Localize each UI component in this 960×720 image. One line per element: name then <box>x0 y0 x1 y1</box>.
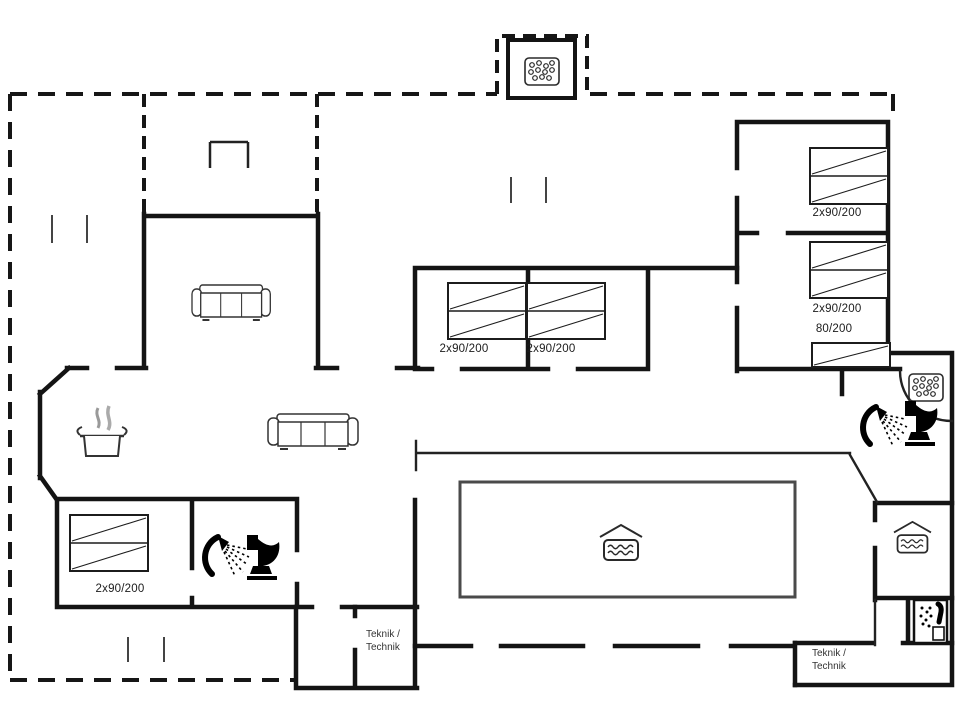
teknik-room-label: Teknik / Technik <box>366 629 400 654</box>
double-bed-icon <box>809 241 889 299</box>
single-bed-icon <box>811 342 891 368</box>
sofa-icon <box>191 284 272 321</box>
swimming-pool-icon <box>893 521 932 554</box>
furniture <box>69 57 947 643</box>
double-bed-icon <box>447 282 527 340</box>
walls <box>36 119 955 691</box>
toilet-icon <box>247 535 280 580</box>
teknik-room-label-line2: Technik <box>366 641 400 653</box>
terrace-outline <box>8 34 895 682</box>
double-bed-icon <box>526 282 606 340</box>
bed-size-label: 2x90/200 <box>812 207 862 219</box>
swimming-pool-icon <box>599 524 643 561</box>
teknik-room-label: Teknik / Technik <box>812 648 846 673</box>
double-bed-icon <box>69 514 149 572</box>
right-wing-walls <box>734 119 955 688</box>
hot-tub-icon <box>524 57 560 86</box>
sofa-icon <box>267 413 359 450</box>
living-room-walls <box>36 211 421 504</box>
teknik-room-label-line1: Teknik / <box>812 648 846 659</box>
bench-icon <box>208 140 250 168</box>
shower-cabin-icon <box>914 600 947 643</box>
bed-size-label: 80/200 <box>815 323 853 335</box>
shower-icon <box>205 536 249 576</box>
hot-tub-icon <box>908 373 944 402</box>
bed-size-label: 2x90/200 <box>95 583 145 595</box>
bed-size-label: 2x90/200 <box>439 343 489 355</box>
pool-hall-walls <box>412 497 798 688</box>
teknik-room-label-line2: Technik <box>812 660 846 672</box>
bed-size-label: 2x90/200 <box>812 303 862 315</box>
bed-size-label: 2x90/200 <box>526 343 576 355</box>
bottom-left-rooms-walls <box>54 496 420 610</box>
teknik-room-label-line1: Teknik / <box>366 629 400 640</box>
pool-basin <box>458 480 797 599</box>
toilet-icon <box>905 401 938 446</box>
double-bed-icon <box>809 147 889 205</box>
cooking-pot-icon <box>75 404 129 458</box>
door-ticks <box>51 177 547 662</box>
shower-icon <box>863 406 907 446</box>
